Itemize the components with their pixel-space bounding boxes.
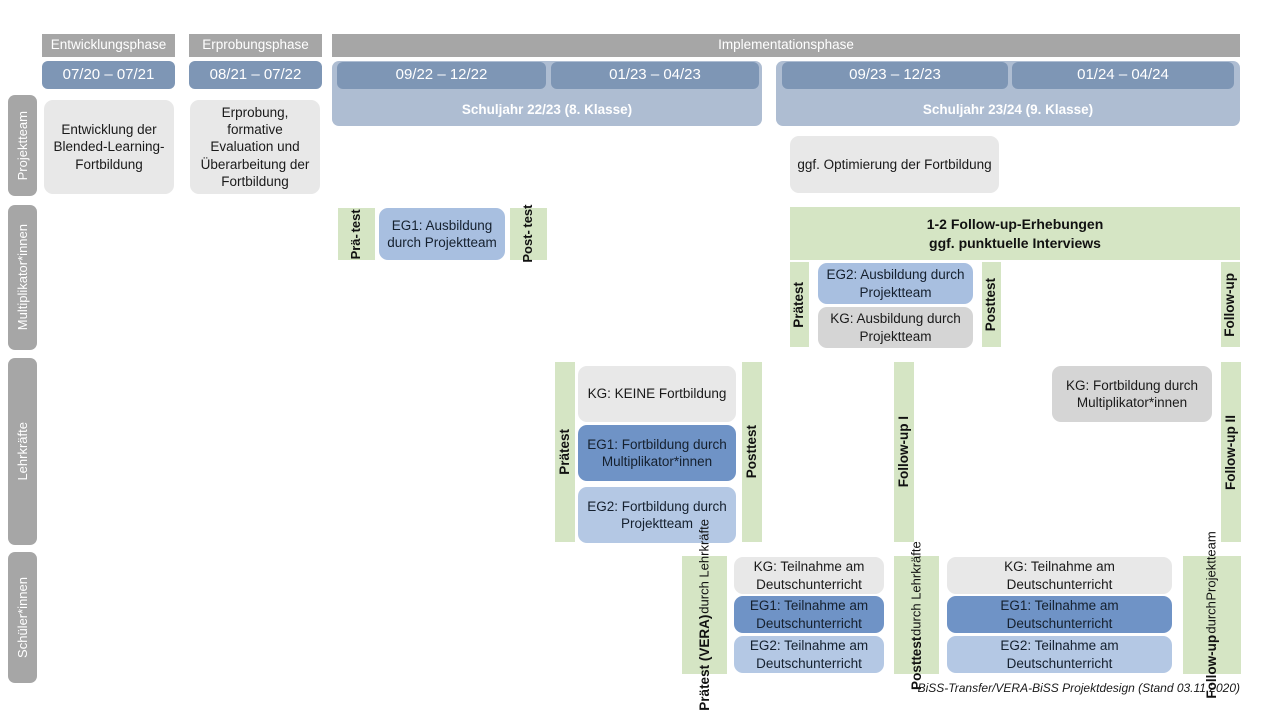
card-kg-ausbildung-projektteam: KG: Ausbildung durch Projektteam — [818, 307, 973, 348]
followup-2-lehrkraefte: Follow-up II — [1221, 362, 1241, 542]
followup-label: Follow-up II — [1222, 414, 1238, 490]
card-kg-fortbildung-multiplikatoren: KG: Fortbildung durch Multiplikator*inne… — [1052, 366, 1212, 422]
followup-multiplikatoren: Follow-up — [1221, 262, 1240, 347]
card-erprobung-formative-evaluation: Erprobung, formative Evaluation und Über… — [190, 100, 320, 194]
posttest-multiplikatoren-2: Posttest — [982, 262, 1001, 347]
phase-header-implementationsphase: Implementationsphase — [332, 34, 1240, 57]
pretest-lehrkraefte: Prätest — [555, 362, 575, 542]
period-0821-0722: 08/21 – 07/22 — [189, 61, 322, 89]
sidebar-item-label: Lehrkräfte — [15, 422, 30, 481]
sidebar-item-lehrkraefte: Lehrkräfte — [8, 358, 37, 545]
card-eg1-ausbildung-projektteam: EG1: Ausbildung durch Projektteam — [379, 208, 505, 260]
card-entwicklung-blended-learning: Entwicklung der Blended-Learning-Fortbil… — [44, 100, 174, 194]
band-line2: ggf. punktuelle Interviews — [929, 234, 1101, 251]
card-eg2-ausbildung-projektteam: EG2: Ausbildung durch Projektteam — [818, 263, 973, 304]
followup-label: Follow-up — [1222, 272, 1238, 337]
phase-header-erprobungsphase: Erprobungsphase — [189, 34, 322, 57]
posttest-label: Posttest — [743, 425, 759, 479]
card-eg2-fortbildung-projektteam: EG2: Fortbildung durch Projektteam — [578, 487, 736, 543]
band-followup-erhebungen: 1-2 Follow-up-Erhebungen ggf. punktuelle… — [790, 207, 1240, 260]
followup-schuelerinnen: Follow-up durch Projektteam — [1183, 531, 1241, 699]
sidebar-item-label: Multiplikator*innen — [15, 224, 30, 331]
card-eg1-fortbildung-multiplikatoren: EG1: Fortbildung durch Multiplikator*inn… — [578, 425, 736, 481]
posttest-lehrkraefte: Posttest — [742, 362, 762, 542]
card-eg2-teilnahme-deutschunterricht-b: EG2: Teilnahme am Deutschunterricht — [947, 636, 1172, 673]
period-0922-1222: 09/22 – 12/22 — [337, 62, 546, 89]
followup-label: Follow-up durch Projektteam — [1203, 531, 1220, 699]
sidebar-item-projektteam: Projektteam — [8, 95, 37, 196]
pretest-label: Prätest (VERA) durch Lehrkräfte — [696, 519, 712, 711]
period-0720-0721: 07/20 – 07/21 — [42, 61, 175, 89]
pretest-multiplikatoren-1: Prä- test — [338, 208, 375, 260]
posttest-schuelerinnen: Posttest durch Lehrkräfte — [894, 541, 939, 689]
footer-note: BiSS-Transfer/VERA-BiSS Projektdesign (S… — [917, 681, 1240, 695]
card-kg-teilnahme-deutschunterricht-b: KG: Teilnahme am Deutschunterricht — [947, 557, 1172, 594]
card-kg-teilnahme-deutschunterricht-a: KG: Teilnahme am Deutschunterricht — [734, 557, 884, 594]
pretest-multiplikatoren-2: Prätest — [790, 262, 809, 347]
pretest-label: Prä- test — [348, 208, 364, 260]
sidebar-item-schuelerinnen: Schüler*innen — [8, 552, 37, 683]
followup-label: Follow-up I — [895, 416, 911, 488]
posttest-label: Post- test — [520, 205, 536, 263]
pretest-label: Prätest — [556, 429, 572, 475]
posttest-multiplikatoren-1: Post- test — [510, 205, 547, 263]
pretest-label: Prätest — [791, 281, 807, 328]
phase-header-entwicklungsphase: Entwicklungsphase — [42, 34, 175, 57]
pretest-vera-schuelerinnen: Prätest (VERA) durch Lehrkräfte — [682, 519, 727, 711]
card-ggf-optimierung-fortbildung: ggf. Optimierung der Fortbildung — [790, 136, 999, 193]
card-kg-keine-fortbildung: KG: KEINE Fortbildung — [578, 366, 736, 422]
period-0124-0424: 01/24 – 04/24 — [1012, 62, 1234, 89]
posttest-label: Posttest — [983, 277, 999, 332]
followup-1-lehrkraefte: Follow-up I — [894, 362, 914, 542]
sidebar-item-label: Projektteam — [15, 110, 30, 181]
card-eg1-teilnahme-deutschunterricht-a: EG1: Teilnahme am Deutschunterricht — [734, 596, 884, 633]
posttest-label: Posttest durch Lehrkräfte — [908, 540, 924, 690]
sidebar-item-label: Schüler*innen — [15, 577, 30, 658]
period-0923-1223: 09/23 – 12/23 — [782, 62, 1008, 89]
sidebar-item-multiplikatorinnen: Multiplikator*innen — [8, 205, 37, 350]
period-0123-0423: 01/23 – 04/23 — [551, 62, 759, 89]
card-eg2-teilnahme-deutschunterricht-a: EG2: Teilnahme am Deutschunterricht — [734, 636, 884, 673]
band-line1: 1-2 Follow-up-Erhebungen — [926, 216, 1104, 233]
card-eg1-teilnahme-deutschunterricht-b: EG1: Teilnahme am Deutschunterricht — [947, 596, 1172, 633]
